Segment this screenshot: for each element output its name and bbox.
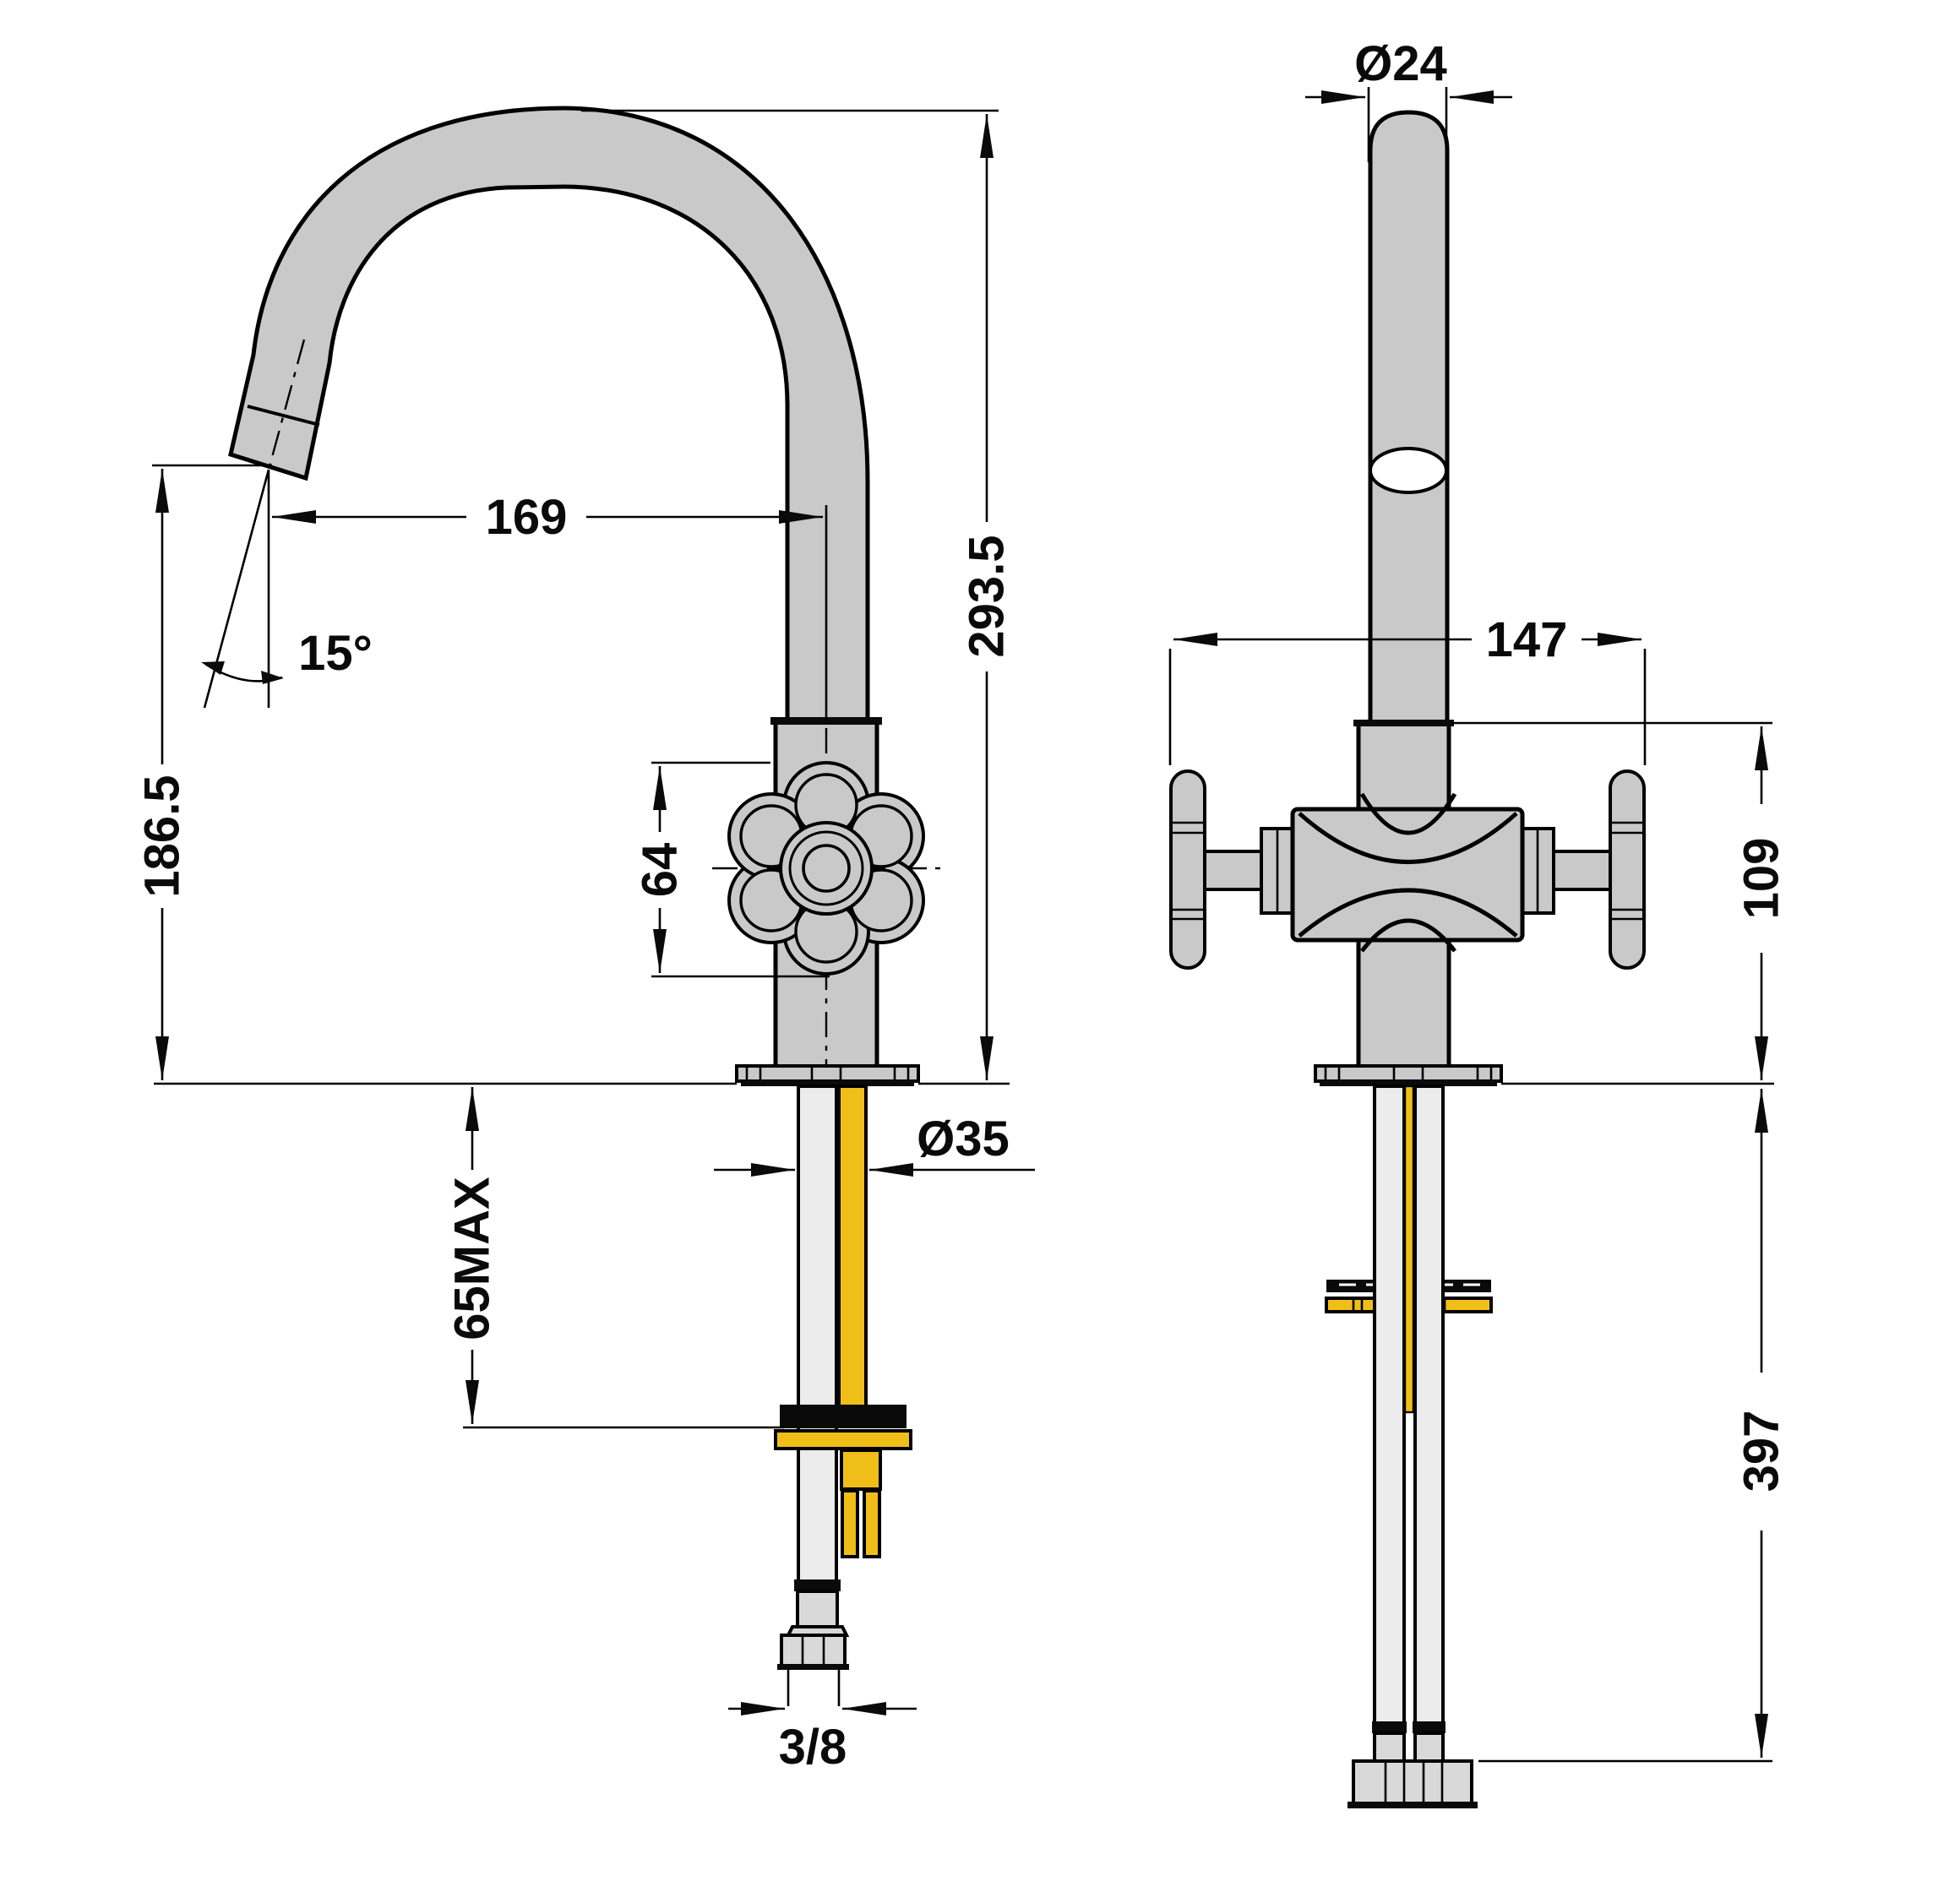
spout-opening-ellipse [1369,447,1448,494]
cross-handle-left [1169,769,1206,970]
base-flange-side [735,1064,920,1086]
front-view: Ø24 147 109 397 [1168,36,1789,1808]
dim-under-length: 397 [1734,1411,1789,1492]
cross-handle-right [1609,769,1646,970]
stud-prong-right [863,1489,881,1558]
dims-front: Ø24 147 109 397 [1168,36,1789,1763]
body-joint-cap [770,717,882,725]
brass-washer [774,1429,912,1450]
hose-left-front [1373,1085,1406,1725]
dim-connection: 3/8 [779,1720,847,1775]
hose-nut-side [780,1634,847,1667]
threaded-stud-front [1403,1085,1415,1414]
dim-spout-height: 186.5 [135,775,190,897]
dim-pipe-dia: Ø24 [1354,36,1447,91]
dims-side: 169 15° 186.5 293.5 64 [135,109,1035,1775]
dim-spout-reach: 169 [486,490,568,545]
dim-body-height: 109 [1734,838,1789,920]
stud-prong-left [841,1489,859,1558]
spout-pipe-front [1368,110,1450,726]
flower-handle [712,761,940,976]
under-counter-side [774,1085,912,1706]
under-counter-front [1348,1085,1478,1808]
threaded-stud [837,1085,868,1414]
hose-band-side [794,1579,841,1591]
spout-tip-centerline [267,339,306,470]
base-flange-front [1314,1064,1503,1086]
angle-construction [201,469,284,709]
hose-right-front [1413,1085,1445,1725]
horseshoe-washer [780,1405,906,1428]
spout-gooseneck [228,106,870,726]
stem-right [1550,850,1613,891]
hose-connector-right [1413,1732,1445,1763]
hose-band-left [1372,1721,1407,1733]
cross-block [1290,807,1525,943]
hose-nut-front [1352,1759,1473,1805]
hose-connector-side [796,1590,839,1628]
handle-petals [727,761,925,976]
dim-hole-dia: Ø35 [917,1112,1010,1166]
saddle-curves [1298,792,1518,953]
dim-spout-angle: 15° [298,626,373,681]
dim-deck-max: 65MAX [445,1177,500,1340]
handle-hub-screw [802,844,851,893]
spout-aerator-band [247,405,320,427]
handle-hub-ring [788,830,864,906]
dim-handle-span: 147 [1486,612,1568,667]
dim-handle-size: 64 [633,843,688,898]
supply-hose-side [797,1085,838,1632]
dim-total-height: 293.5 [960,535,1015,657]
hose-connector-left [1373,1732,1406,1763]
brass-mounting-nut [840,1449,882,1491]
side-view: 169 15° 186.5 293.5 64 [135,106,1035,1775]
stem-left [1202,850,1265,891]
joint-line-front [1353,720,1454,726]
hose-band-right [1413,1721,1446,1733]
